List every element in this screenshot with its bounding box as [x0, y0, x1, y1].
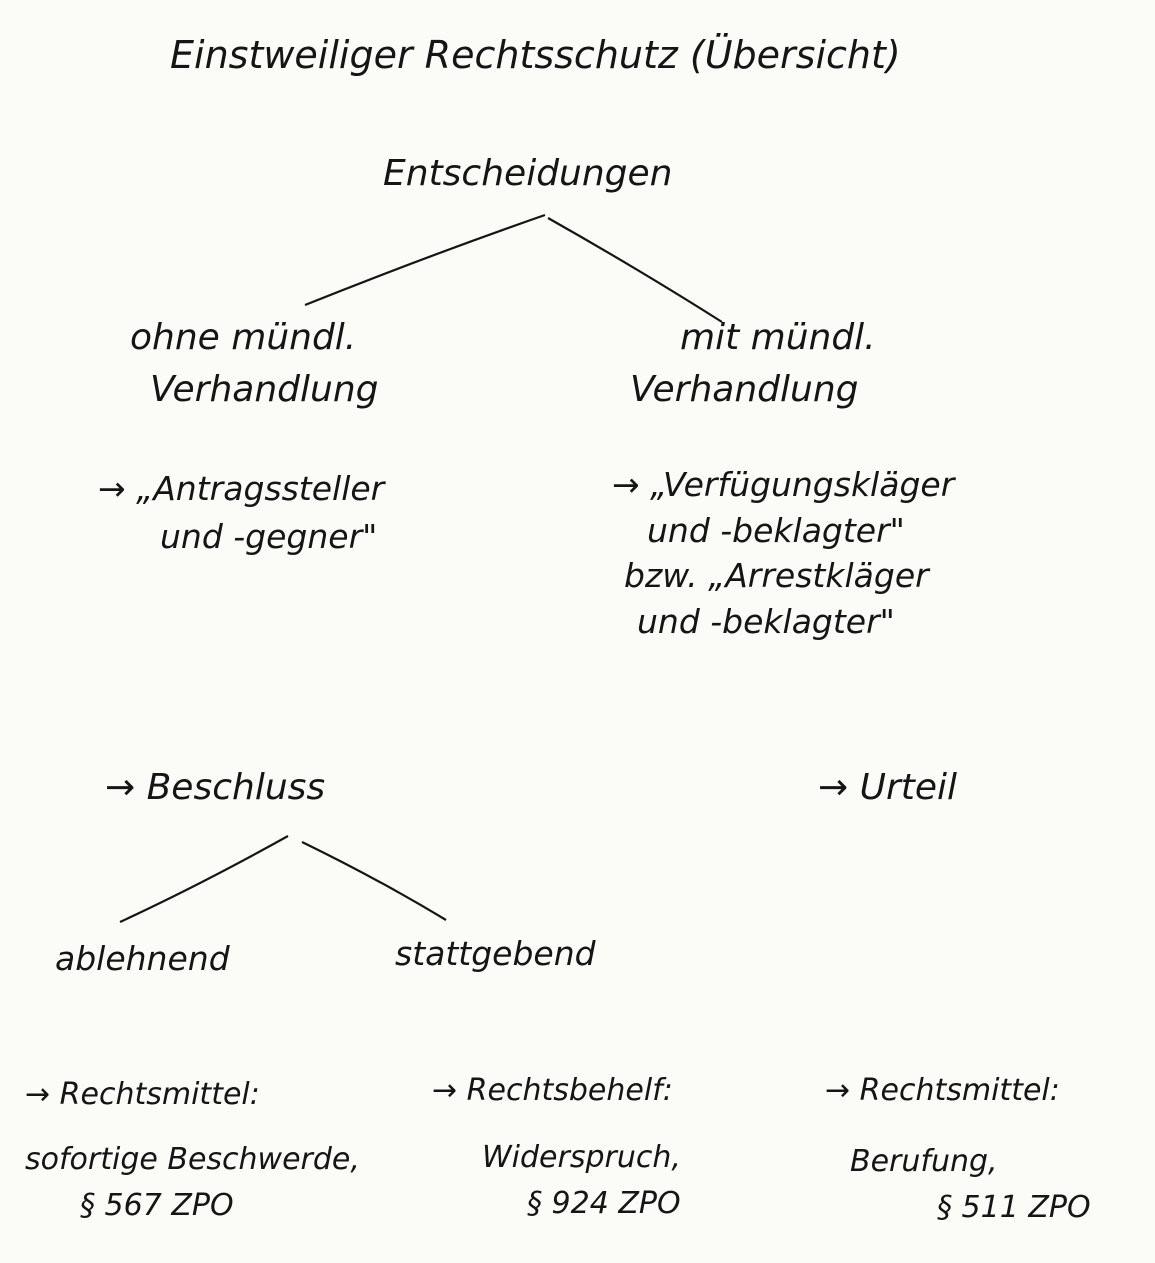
right-parties-line4: und -beklagter" [637, 601, 895, 641]
left-parties: → „Antragssteller und -gegner" [98, 465, 384, 561]
remedy-paragraph: § 511 ZPO [937, 1190, 1091, 1225]
remedy-name: sofortige Beschwerde, [25, 1141, 360, 1177]
remedy-name: Berufung, [850, 1143, 998, 1179]
remedy-paragraph: § 924 ZPO [527, 1186, 681, 1221]
right-parties: → „Verfügungskläger und -beklagter" bzw.… [612, 462, 954, 644]
left-branch-heading: ohne mündl. Verhandlung [130, 312, 379, 416]
remedy-stattgebend: → Rechtsbehelf: Widerspruch, § 924 ZPO [432, 1068, 681, 1228]
outcome-ablehnend: ablehnend [55, 939, 230, 978]
right-branch-heading: mit mündl. Verhandlung [630, 312, 876, 416]
outcome-stattgebend: stattgebend [395, 934, 596, 973]
remedy-type: → Rechtsmittel: [825, 1073, 1060, 1108]
remedy-type: → Rechtsbehelf: [432, 1073, 673, 1108]
left-parties-line1: → „Antragssteller [98, 469, 385, 508]
left-branch-line2: Verhandlung [150, 369, 379, 411]
left-parties-line2: und -gegner" [160, 516, 378, 556]
line-root-to-right [547, 217, 723, 323]
right-result: → Urteil [818, 767, 958, 808]
remedy-urteil: → Rechtsmittel: Berufung, § 511 ZPO [825, 1068, 1091, 1232]
root-node: Entscheidungen [383, 153, 673, 194]
line-root-to-left [304, 213, 546, 307]
remedy-paragraph: § 567 ZPO [80, 1188, 234, 1223]
right-branch-line2: Verhandlung [630, 369, 859, 411]
right-branch-line1: mit mündl. [680, 317, 876, 358]
remedy-type: → Rechtsmittel: [25, 1077, 260, 1112]
right-parties-line1: → „Verfügungskläger [612, 465, 955, 504]
line-beschluss-to-ablehnend [119, 835, 289, 923]
remedy-ablehnend: → Rechtsmittel: sofortige Beschwerde, § … [25, 1072, 360, 1230]
right-parties-line2: und -beklagter" [647, 510, 905, 550]
page-title: Einstweiliger Rechtsschutz (Übersicht) [170, 33, 901, 77]
right-parties-line3: bzw. „Arrestkläger [624, 556, 929, 596]
remedy-name: Widerspruch, [482, 1139, 681, 1175]
left-branch-line1: ohne mündl. [130, 317, 357, 358]
left-result: → Beschluss [105, 767, 326, 808]
line-beschluss-to-stattgebend [301, 841, 447, 921]
